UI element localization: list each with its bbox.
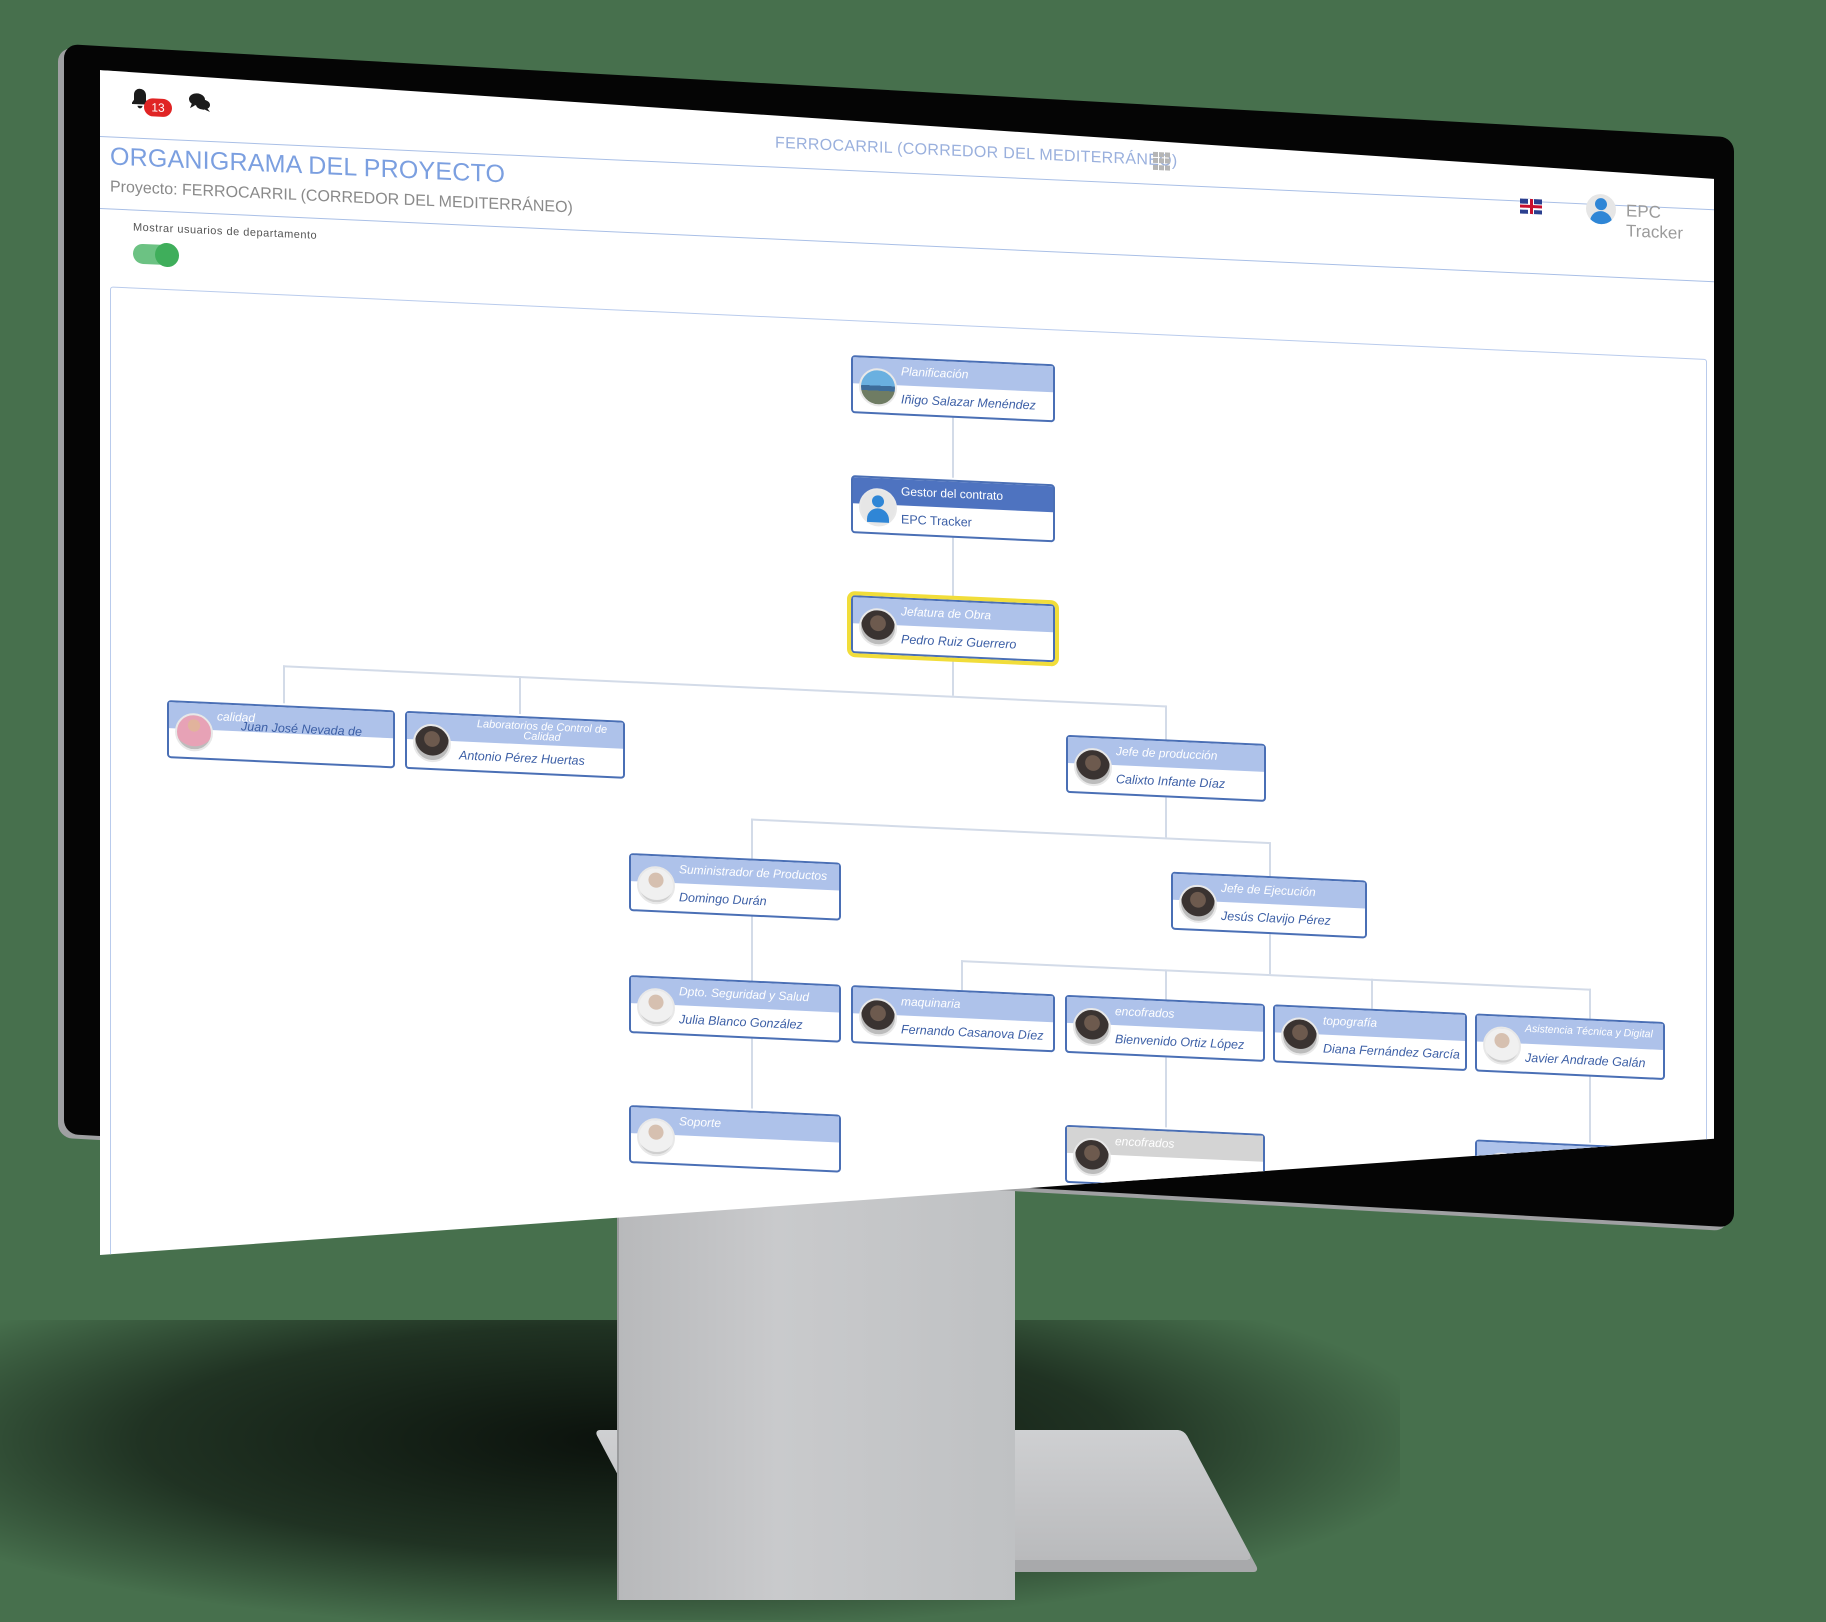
avatar xyxy=(1179,884,1217,924)
uk-flag-icon[interactable] xyxy=(1520,198,1542,214)
connector xyxy=(952,536,954,598)
node-person: EPC Tracker xyxy=(901,512,972,530)
org-node-jefe-ejecucion[interactable]: Jefe de Ejecución Jesús Clavijo Pérez xyxy=(1171,872,1367,939)
org-node-planificacion[interactable]: Planificación Iñigo Salazar Menéndez xyxy=(851,355,1055,422)
node-person: Bienvenido Ortiz López xyxy=(1115,1032,1245,1052)
node-role: Planificación xyxy=(901,364,969,382)
connector xyxy=(1165,797,1167,837)
node-person: Calixto Infante Díaz xyxy=(1116,772,1226,792)
node-person: Fernando Casanova Díez xyxy=(901,1022,1044,1043)
toggle-label: Mostrar usuarios de departamento xyxy=(133,221,318,242)
avatar xyxy=(175,712,213,752)
node-role: topografía xyxy=(1323,1013,1378,1030)
avatar xyxy=(637,987,675,1027)
avatar xyxy=(413,723,451,763)
connector xyxy=(283,665,285,703)
user-name[interactable]: EPC Tracker xyxy=(1626,201,1683,243)
org-node-jefe-produccion[interactable]: Jefe de producción Calixto Infante Díaz xyxy=(1066,735,1266,802)
connector xyxy=(1165,1057,1167,1127)
avatar xyxy=(859,487,897,527)
avatar xyxy=(859,607,897,647)
avatar xyxy=(1281,1017,1319,1057)
node-role: Soporte xyxy=(679,1114,722,1131)
connector xyxy=(751,915,753,983)
org-node-asistencia-tecnica[interactable]: Asistencia Técnica y Digital Javier Andr… xyxy=(1475,1013,1665,1080)
connector xyxy=(283,665,1167,707)
show-department-users-toggle[interactable] xyxy=(133,243,177,265)
org-node-topografia[interactable]: topografía Diana Fernández García xyxy=(1273,1004,1467,1071)
org-node-encofrados[interactable]: encofrados Bienvenido Ortiz López xyxy=(1065,995,1265,1062)
connector xyxy=(1589,989,1591,1019)
connector xyxy=(1371,979,1373,1009)
connector xyxy=(1269,842,1271,878)
connector xyxy=(1269,934,1271,974)
project-selector[interactable]: FERROCARRIL (CORREDOR DEL MEDITERRÁNEO) xyxy=(775,134,1178,170)
node-person: Domingo Durán xyxy=(679,890,767,909)
node-person: Iñigo Salazar Menéndez xyxy=(901,392,1036,413)
connector xyxy=(952,656,954,696)
org-node-calidad[interactable]: calidad Juan José Nevada de xyxy=(167,700,395,768)
connector xyxy=(1165,969,1167,999)
avatar xyxy=(859,997,897,1037)
notification-badge: 13 xyxy=(144,98,172,117)
node-person: Julia Blanco González xyxy=(679,1012,803,1032)
avatar xyxy=(637,1117,675,1157)
node-role: maquinaria xyxy=(901,994,961,1012)
org-node-gestor-contrato[interactable]: Gestor del contrato EPC Tracker xyxy=(851,475,1055,542)
node-person: Jesús Clavijo Pérez xyxy=(1221,908,1331,928)
apps-grid-icon[interactable] xyxy=(1153,152,1171,171)
chat-icon[interactable] xyxy=(188,92,212,113)
connector xyxy=(961,960,1591,991)
connector xyxy=(751,819,753,859)
connector xyxy=(1589,1073,1591,1143)
node-person: Antonio Pérez Huertas xyxy=(459,748,585,769)
user-avatar[interactable] xyxy=(1586,193,1616,224)
avatar xyxy=(637,865,675,905)
node-person: Javier Andrade Galán xyxy=(1525,1050,1646,1071)
connector xyxy=(1165,705,1167,743)
connector xyxy=(751,1039,753,1109)
avatar xyxy=(1073,1007,1111,1047)
monitor-screen: 13 FERROCARRIL (CORREDOR DEL MEDITERRÁNE… xyxy=(100,70,1714,1328)
connector xyxy=(519,676,521,714)
org-node-seguridad-salud[interactable]: Dpto. Seguridad y Salud Julia Blanco Gon… xyxy=(629,975,841,1043)
org-node-suministrador[interactable]: Suministrador de Productos Domingo Durán xyxy=(629,853,841,921)
divider xyxy=(100,208,1714,282)
node-person: Diana Fernández García xyxy=(1323,1041,1460,1062)
top-bar: 13 FERROCARRIL (CORREDOR DEL MEDITERRÁNE… xyxy=(100,70,1714,210)
node-role: encofrados xyxy=(1115,1004,1175,1021)
org-node-soporte[interactable]: Soporte xyxy=(629,1105,841,1173)
org-node-laboratorios[interactable]: Laboratorios de Control de Calidad Anton… xyxy=(405,711,625,779)
node-person: Pedro Ruiz Guerrero xyxy=(901,632,1017,652)
avatar xyxy=(1073,1137,1111,1177)
connector xyxy=(952,416,954,478)
avatar xyxy=(1074,747,1112,787)
connector xyxy=(961,960,963,990)
org-node-maquinaria[interactable]: maquinaria Fernando Casanova Díez xyxy=(851,985,1055,1052)
node-role: encofrados xyxy=(1115,1134,1175,1151)
org-node-jefatura-obra[interactable]: Jefatura de Obra Pedro Ruiz Guerrero xyxy=(851,595,1055,662)
avatar xyxy=(859,367,897,407)
avatar xyxy=(1483,1026,1521,1066)
connector xyxy=(751,819,1271,845)
